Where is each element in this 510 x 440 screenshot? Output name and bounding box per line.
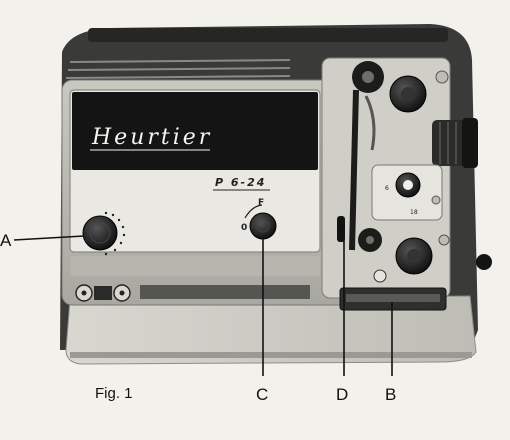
- main-switch-knob[interactable]: [249, 212, 277, 240]
- switch-arc: [244, 204, 263, 219]
- switch-mark-right: F: [258, 198, 264, 208]
- lower-front-strip: [70, 256, 320, 276]
- speed-selector-knob[interactable]: [82, 215, 118, 251]
- upper-sprocket: [352, 61, 384, 93]
- plate-screw: [431, 195, 441, 205]
- film-channel: [140, 285, 310, 299]
- lower-spindles: [75, 284, 131, 302]
- base-lip: [70, 352, 472, 358]
- callout-a: A: [0, 231, 12, 250]
- callout-b: B: [385, 385, 396, 404]
- framing-knob[interactable]: [395, 172, 421, 198]
- lower-screw: [438, 234, 450, 246]
- upper-screw: [435, 70, 449, 84]
- side-knob[interactable]: [476, 254, 492, 270]
- film-loop: [364, 95, 376, 151]
- speed-mark-low: 6: [385, 185, 389, 192]
- lower-roller: [373, 269, 387, 283]
- top-vents: [65, 59, 291, 79]
- lower-knob[interactable]: [395, 237, 433, 275]
- brand-name: Heurtier: [91, 125, 212, 150]
- figure-caption: Fig. 1: [95, 385, 133, 402]
- switch-mark-left: 0: [241, 223, 247, 233]
- upper-knob[interactable]: [389, 75, 427, 113]
- threading-lever[interactable]: [337, 216, 345, 242]
- speed-scale-marks: [104, 211, 126, 256]
- lamp-slot-inner: [346, 294, 440, 302]
- speed-mark-high: 18: [410, 209, 418, 216]
- callout-d: D: [336, 385, 348, 404]
- callout-c: C: [256, 385, 268, 404]
- top-lid: [88, 28, 448, 42]
- base-plate: [65, 295, 477, 365]
- callout-lines: [13, 235, 393, 376]
- projection-lens: [432, 118, 478, 168]
- film-guide: [349, 89, 359, 251]
- lower-sprocket: [358, 228, 382, 252]
- model-label: P 6-24: [215, 176, 266, 189]
